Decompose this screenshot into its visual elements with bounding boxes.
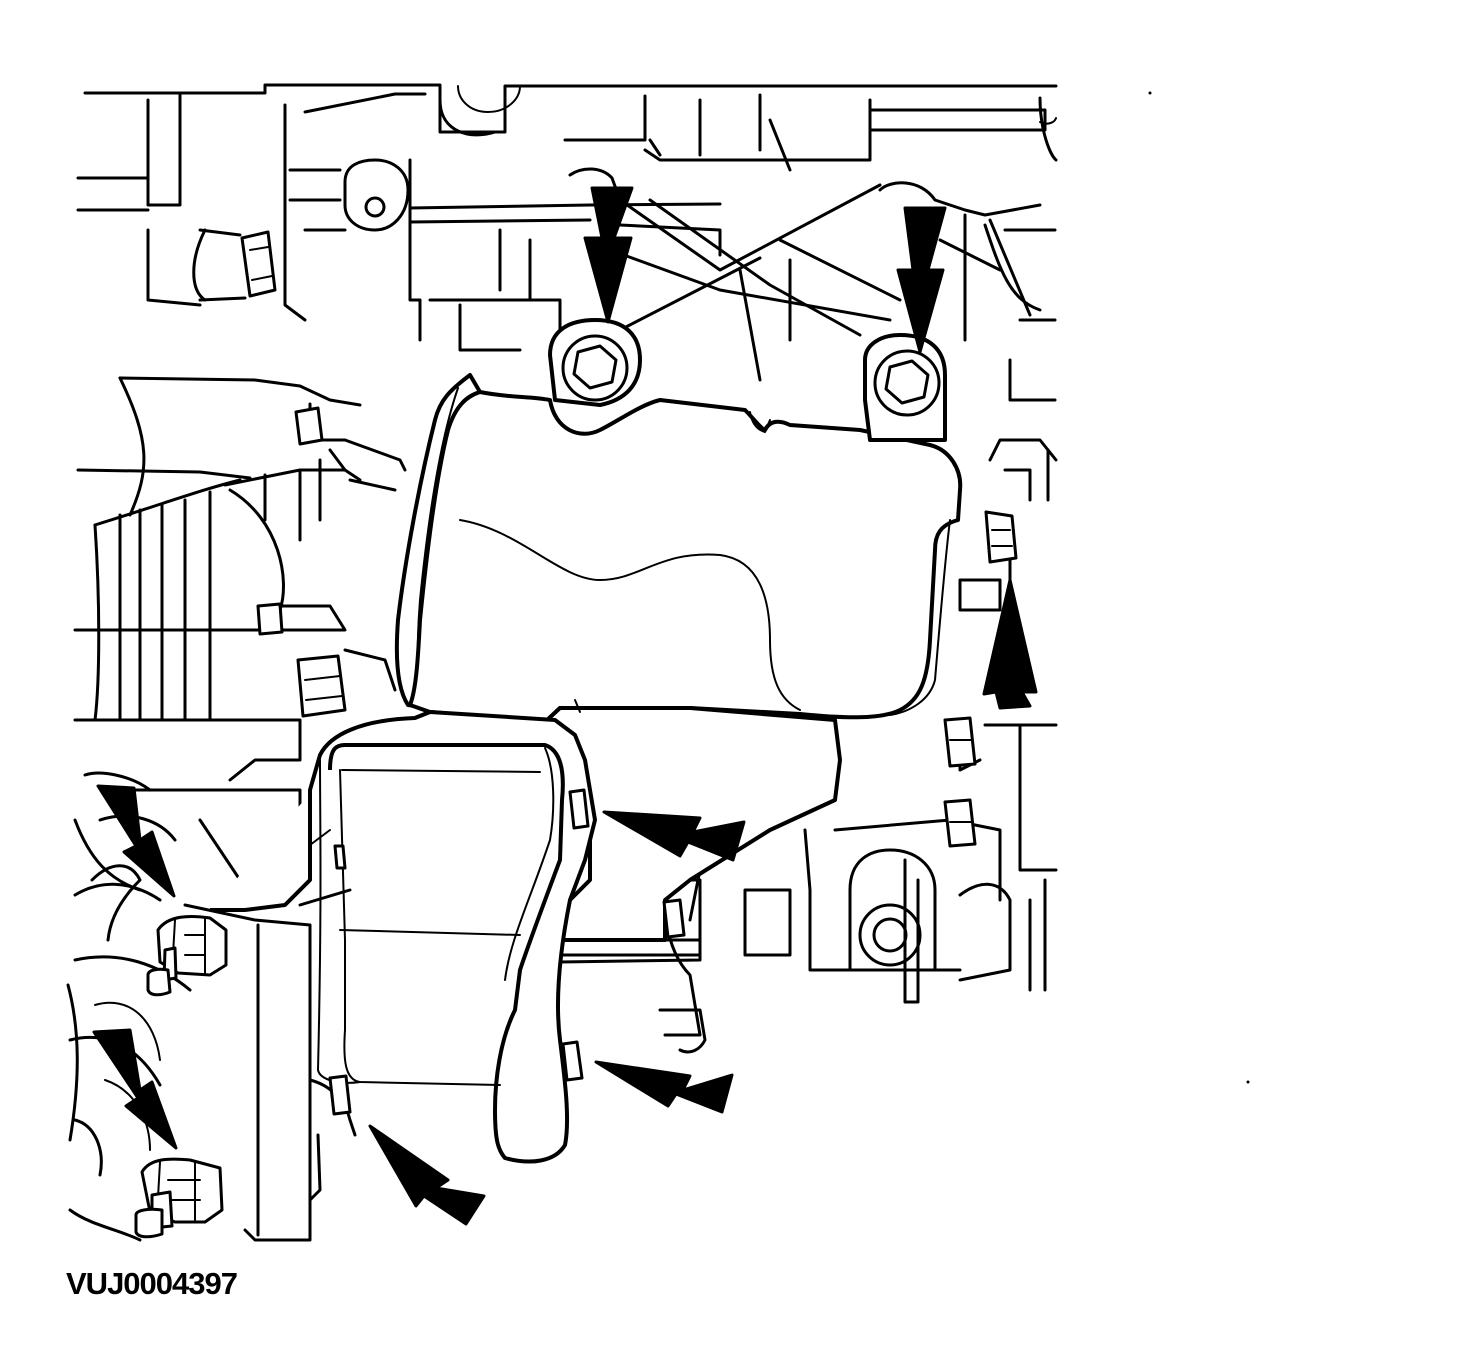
arrow-top-right-nut xyxy=(896,206,947,354)
arrow-upper-stud xyxy=(96,784,176,898)
shield-bolt-lower-left xyxy=(328,1074,352,1116)
arrow-lower-stud xyxy=(92,1028,178,1150)
upper-mounting-boss-left xyxy=(548,318,642,407)
mounting-bracket xyxy=(134,888,357,1242)
shield-bolt-middle-upper xyxy=(568,788,590,830)
arrow-middle-lower-bolt xyxy=(594,1060,734,1114)
shield-clip-left xyxy=(333,844,347,870)
pipe-bracket-bolt xyxy=(662,898,686,939)
upper-mounting-boss-right xyxy=(863,333,947,442)
arrow-right-bolt xyxy=(982,578,1038,710)
shield-bolts xyxy=(328,510,1018,1116)
engine-block-casting xyxy=(73,83,1058,1054)
scan-speck xyxy=(1246,1080,1250,1084)
side-bolt-upper xyxy=(943,716,977,768)
arrow-lower-left-bolt xyxy=(368,1124,486,1226)
arrow-top-left-nut xyxy=(583,186,634,324)
scan-speck xyxy=(1148,91,1152,95)
shield-bolt-right xyxy=(984,510,1018,564)
heat-shield xyxy=(210,373,963,1164)
crank-pulley xyxy=(66,882,192,1242)
arrow-middle-upper-bolt xyxy=(602,810,746,862)
figure-code-label: VUJ0004397 xyxy=(66,1266,238,1301)
shield-bolt-middle-lower xyxy=(561,1040,584,1082)
callout-arrows xyxy=(92,186,1038,1226)
